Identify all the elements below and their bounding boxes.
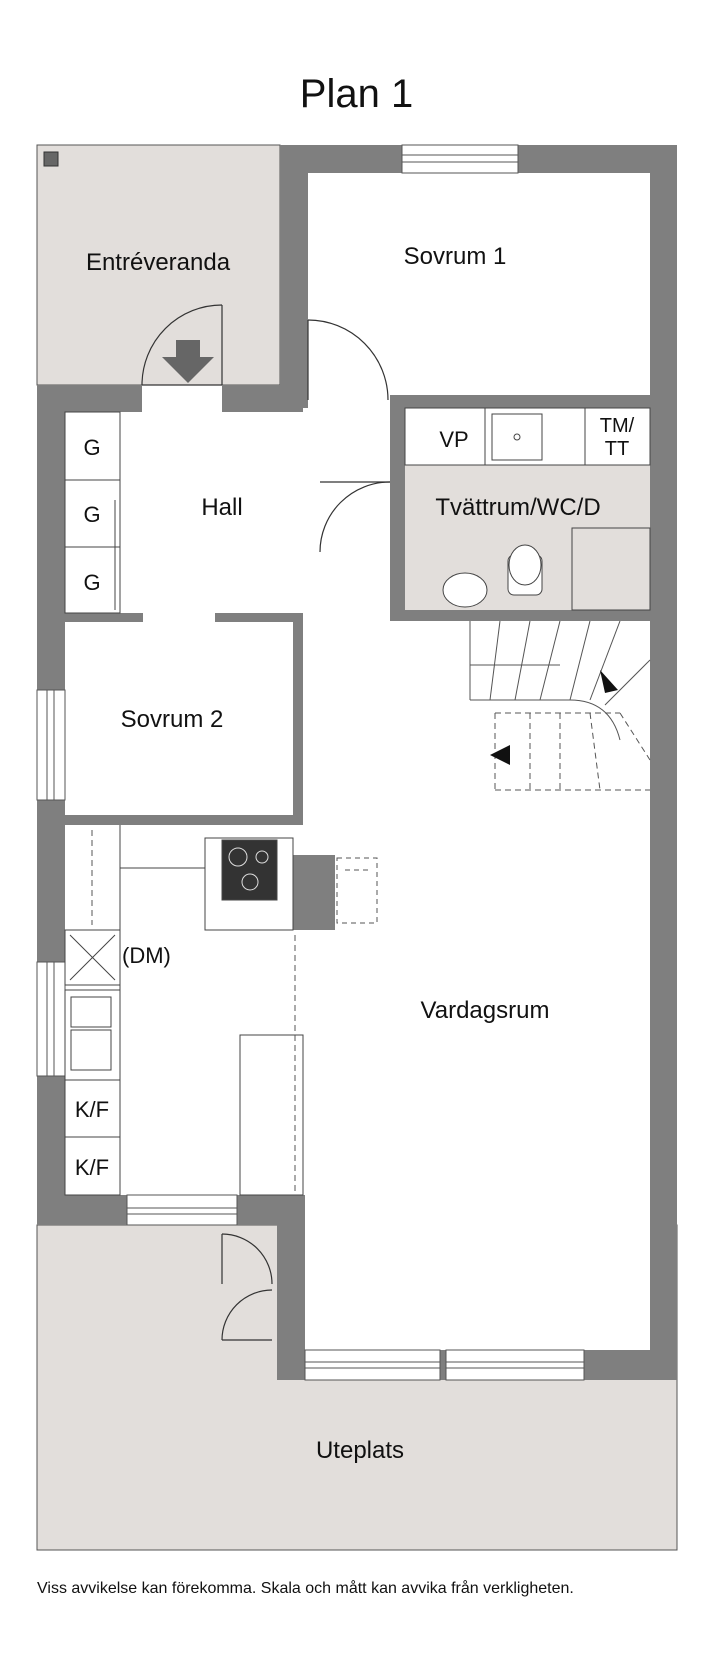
entreveranda-area [36, 144, 281, 386]
wet-room-fixtures [404, 407, 651, 611]
label-vardagsrum: Vardagsrum [421, 997, 550, 1024]
label-heat-pump: VP [439, 427, 468, 452]
label-washer-line1: TM/ [600, 415, 635, 437]
label-fridge-1: K/F [75, 1097, 109, 1122]
label-wardrobe-3: G [83, 570, 100, 595]
label-hall: Hall [201, 494, 242, 521]
label-sovrum1: Sovrum 1 [404, 243, 507, 270]
plan-title: Plan 1 [299, 72, 414, 116]
label-uteplats: Uteplats [316, 1437, 404, 1464]
label-tvattrum: Tvättrum/WC/D [435, 494, 600, 521]
fireplace-outline [336, 857, 378, 924]
stairs-up-arrow-icon [600, 670, 618, 693]
label-wardrobe-1: G [83, 435, 100, 460]
label-fridge-2: K/F [75, 1155, 109, 1180]
floors [65, 173, 650, 1350]
disclaimer-text: Viss avvikelse kan förekomma. Skala och … [37, 1580, 574, 1597]
kitchen [64, 825, 304, 1196]
windows [36, 144, 585, 1381]
entrance-arrow-icon [162, 340, 214, 383]
label-washer-line2: TT [605, 438, 629, 460]
label-sovrum2: Sovrum 2 [121, 706, 224, 733]
kitchen-dashed [91, 830, 296, 1195]
staircase [469, 620, 651, 791]
wardrobes [64, 411, 121, 614]
label-entreveranda: Entréveranda [86, 249, 231, 276]
doors [141, 304, 391, 1341]
post-icon [43, 151, 59, 167]
stairs-down-arrow-icon [490, 745, 510, 765]
label-dishwasher: (DM) [122, 943, 171, 968]
label-wardrobe-2: G [83, 502, 100, 527]
